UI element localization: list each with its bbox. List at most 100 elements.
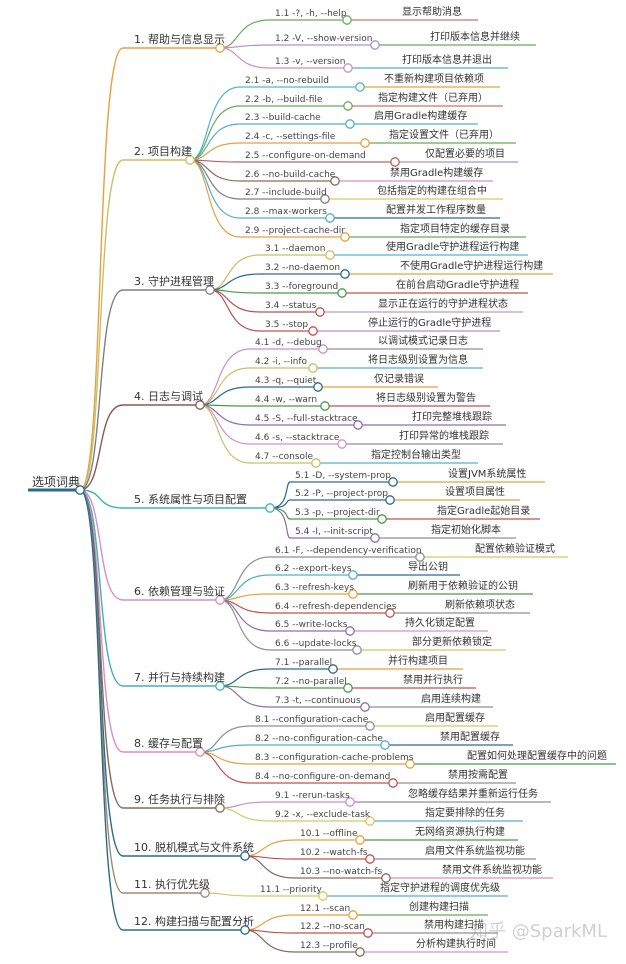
option-description: 禁用文件系统监视功能 [442, 865, 542, 876]
option-description: 忽略缓存结果并重新运行任务 [408, 789, 538, 800]
connector-line [199, 751, 410, 765]
category-node-icon[interactable] [265, 503, 275, 513]
option-description: 显示正在运行的守护进程状态 [378, 299, 508, 310]
option-node-icon[interactable] [345, 797, 355, 807]
connector-line [204, 892, 323, 897]
option-node-icon[interactable] [360, 138, 370, 148]
option-description: 指定构建文件（已弃用） [378, 93, 488, 104]
connector-line [219, 593, 353, 601]
category-node-icon[interactable] [200, 888, 210, 898]
option-description: 部分更新依赖锁定 [412, 637, 492, 648]
category-node-icon[interactable] [195, 747, 205, 757]
category-node-icon[interactable] [195, 400, 205, 410]
option-node-icon[interactable] [345, 119, 355, 129]
option-description: 仅记录错误 [374, 374, 424, 385]
option-description: 设置项目属性 [445, 487, 505, 498]
category-node-icon[interactable] [215, 43, 225, 53]
option-node-icon[interactable] [342, 15, 352, 25]
option-node-icon[interactable] [370, 40, 380, 50]
option-node-icon[interactable] [388, 778, 398, 788]
option-node-icon[interactable] [405, 759, 415, 769]
option-node-icon[interactable] [318, 344, 328, 354]
option-node-icon[interactable] [363, 928, 373, 938]
option-node-icon[interactable] [343, 101, 353, 111]
option-node-icon[interactable] [365, 854, 375, 864]
category-node-icon[interactable] [215, 803, 225, 813]
option-node-icon[interactable] [345, 626, 355, 636]
connector-line [269, 499, 390, 509]
option-node-icon[interactable] [381, 873, 391, 883]
category-node-icon[interactable] [185, 155, 195, 165]
connector-line [209, 289, 313, 332]
option-flag: 4.5 -S, --full-stacktrace [255, 414, 358, 424]
option-node-icon[interactable] [318, 891, 328, 901]
option-node-icon[interactable] [308, 326, 318, 336]
category-node-icon[interactable] [215, 681, 225, 691]
option-node-icon[interactable] [353, 420, 363, 430]
connector-line [189, 123, 350, 161]
category-node-icon[interactable] [205, 285, 215, 295]
option-node-icon[interactable] [348, 589, 358, 599]
option-flag: 10.1 --offline [300, 829, 358, 839]
option-node-icon[interactable] [352, 645, 362, 655]
option-node-icon[interactable] [311, 458, 321, 468]
option-node-icon[interactable] [320, 194, 330, 204]
option-node-icon[interactable] [325, 250, 335, 260]
option-description: 将日志级别设置为警告 [376, 393, 476, 404]
option-node-icon[interactable] [343, 683, 353, 693]
option-node-icon[interactable] [348, 910, 358, 920]
option-node-icon[interactable] [320, 401, 330, 411]
option-node-icon[interactable] [355, 947, 365, 957]
category-node-icon[interactable] [240, 925, 250, 935]
connector-line [219, 599, 357, 651]
option-description: 以调试模式记录日志 [378, 336, 468, 347]
option-flag: 10.3 --no-watch-fs [300, 867, 383, 877]
option-node-icon[interactable] [348, 570, 358, 580]
option-node-icon[interactable] [360, 702, 370, 712]
category-node-icon[interactable] [215, 595, 225, 605]
option-node-icon[interactable] [315, 307, 325, 317]
option-node-icon[interactable] [308, 363, 318, 373]
option-node-icon[interactable] [355, 82, 365, 92]
option-node-icon[interactable] [377, 514, 387, 524]
connector-line [189, 159, 345, 238]
watermark: 知乎 @SparkML [470, 921, 607, 942]
option-node-icon[interactable] [415, 552, 425, 562]
option-node-icon[interactable] [337, 439, 347, 449]
option-node-icon[interactable] [340, 232, 350, 242]
option-node-icon[interactable] [390, 157, 400, 167]
option-node-icon[interactable] [385, 608, 395, 618]
option-node-icon[interactable] [385, 495, 395, 505]
option-flag: 6.2 --export-keys [275, 564, 352, 574]
option-node-icon[interactable] [328, 664, 338, 674]
option-description: 使用Gradle守护进程运行构建 [386, 242, 520, 253]
option-description: 刷新依赖项状态 [445, 600, 515, 611]
option-node-icon[interactable] [330, 176, 340, 186]
option-node-icon[interactable] [388, 477, 398, 487]
connector-line [244, 839, 360, 857]
category-11: 11. 执行优先级 [134, 878, 210, 891]
option-node-icon[interactable] [365, 721, 375, 731]
option-node-icon[interactable] [355, 835, 365, 845]
option-description: 刷新用于依赖验证的公钥 [408, 581, 518, 592]
connector-line [219, 807, 370, 822]
connector-line [199, 367, 313, 406]
category-node-icon[interactable] [240, 851, 250, 861]
option-flag: 1.2 -V, --show-version [275, 34, 373, 44]
option-node-icon[interactable] [370, 533, 380, 543]
option-node-icon[interactable] [365, 816, 375, 826]
option-description: 打印版本信息并退出 [402, 55, 492, 66]
option-node-icon[interactable] [337, 288, 347, 298]
root-node-icon[interactable] [75, 485, 85, 495]
option-node-icon[interactable] [343, 63, 353, 73]
option-node-icon[interactable] [325, 213, 335, 223]
option-node-icon[interactable] [340, 269, 350, 279]
option-node-icon[interactable] [313, 382, 323, 392]
option-node-icon[interactable] [380, 740, 390, 750]
connector-line [79, 489, 220, 601]
category-12: 12. 构建扫描与配置分析 [134, 915, 254, 928]
option-flag: 3.5 --stop [265, 320, 309, 330]
option-flag: 5.2 -P, --project-prop [295, 489, 388, 499]
option-description: 将日志级别设置为信息 [368, 355, 468, 366]
